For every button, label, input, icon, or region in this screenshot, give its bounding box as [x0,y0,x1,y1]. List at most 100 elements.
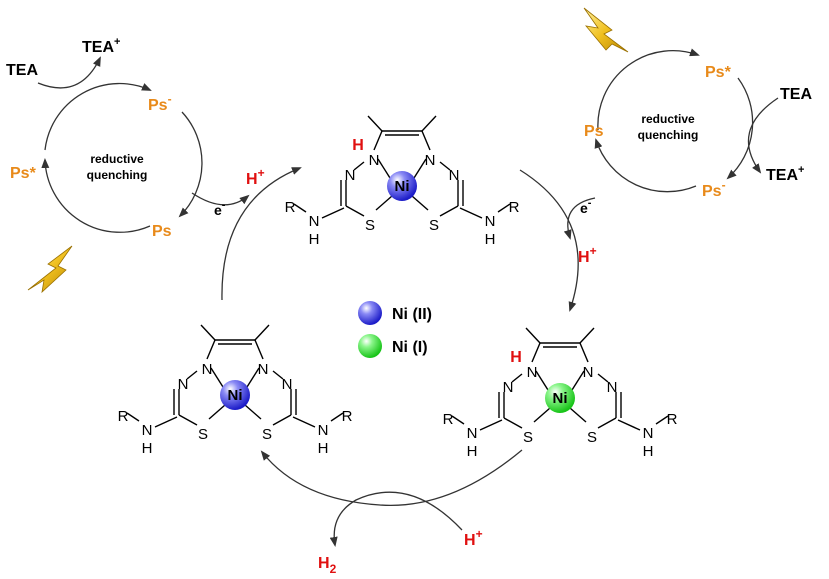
atom-n-amine-left: N [142,422,153,439]
atom-s-left: S [365,217,375,234]
right-tea-label: TEA [780,86,812,103]
atom-n-hydrazone-right: N [449,167,460,184]
atom-n-imine-right: N [425,152,436,169]
atom-n-hydrazone-right: N [282,376,293,393]
main-arc-left-up [221,167,302,301]
bond [373,130,383,151]
right-quenching-label: quenching [638,128,699,142]
legend-ni2-label: Ni (II) [392,306,432,323]
main-arc-top-right [519,169,579,312]
bond [154,416,178,428]
bond [535,370,549,391]
bond [178,414,198,426]
bond [451,415,465,425]
bond [246,367,260,388]
atom-n-imine-left: N [202,361,213,378]
left-cycle-arc-ps-to-psstar [41,158,151,233]
bond [200,324,216,341]
bond [272,370,284,380]
h2-evolution-arrow [329,491,463,547]
electron-label-left: e- [214,199,226,218]
bond [597,373,609,383]
bond [421,130,431,151]
legend-ni1-label: Ni (I) [392,339,428,356]
atom-r-left: R [443,411,454,428]
atom-r-right: R [667,411,678,428]
atom-s-left: S [198,426,208,443]
legend-ni2-sphere [358,301,382,325]
bond [345,205,365,217]
atom-n-hydrazone-right: N [607,379,618,396]
right-cycle-arc-psminus-to-ps [594,138,697,193]
nickel-center-sphere [220,380,250,410]
atom-r-right: R [509,199,520,216]
bond [126,412,140,422]
atom-n-imine-left: N [527,364,538,381]
right-tea-plus-label: TEA+ [766,164,804,184]
atom-s-right: S [429,217,439,234]
atom-n-amine-left: N [309,213,320,230]
left-reductive-label: reductive [90,152,144,166]
bond [367,115,383,132]
bond [655,415,669,425]
proton-label-right: H+ [578,244,597,266]
bond [411,195,429,211]
bond [292,416,316,428]
nickel-label: Ni [228,387,243,404]
left-lightning-icon [27,245,73,294]
h2-product-label: H2 [318,555,337,576]
atom-s-right: S [262,426,272,443]
right-ps-minus-label: Ps- [702,178,726,200]
bond [186,370,198,380]
atom-r-right: R [342,408,353,425]
bond [272,414,292,426]
bond [479,419,503,431]
left-quenching-label: quenching [87,168,148,182]
right-ps-star-label: Ps* [705,64,732,81]
left-tea-label: TEA [6,62,38,79]
bond [208,404,226,420]
atom-h-amine-left: H [467,443,478,460]
bond [579,342,589,363]
main-cycle: e- H+ e- H+ H+ H2 [191,166,597,576]
left-cycle-arc-psstar-to-psminus [44,82,152,151]
bond [533,407,551,423]
left-ps-star-label: Ps* [10,165,37,182]
nickel-label: Ni [553,390,568,407]
left-cycle-arc-psminus-to-ps [178,111,203,218]
right-ps-label: Ps [584,123,604,140]
atom-n-imine-right: N [258,361,269,378]
atom-s-right: S [587,429,597,446]
bond [579,327,595,344]
atom-n-hydrazone-left: N [345,167,356,184]
bond [597,417,617,429]
nickel-center-sphere [545,383,575,413]
bond [293,203,307,213]
bond [210,367,224,388]
proton-label-left: H+ [246,166,265,188]
nickel-label: Ni [395,178,410,195]
tea-oxidation-arrow-left [37,56,101,89]
atom-n-imine-right: N [583,364,594,381]
bond [254,324,270,341]
atom-n-amine-right: N [643,425,654,442]
left-tea-plus-label: TEA+ [82,36,120,56]
electron-transfer-arrow-left [191,192,250,206]
bond [353,161,365,171]
bond [439,161,451,171]
bond [244,404,262,420]
left-ps-label: Ps [152,223,172,240]
electron-label-right: e- [580,197,592,216]
atom-n-amine-left: N [467,425,478,442]
bond [617,419,641,431]
tea-oxidation-arrow-right [747,97,779,174]
atom-r-left: R [118,408,129,425]
bond [439,205,459,217]
legend: Ni (II) Ni (I) [358,301,432,358]
bond [459,207,483,219]
bond [330,412,344,422]
bond [511,373,523,383]
